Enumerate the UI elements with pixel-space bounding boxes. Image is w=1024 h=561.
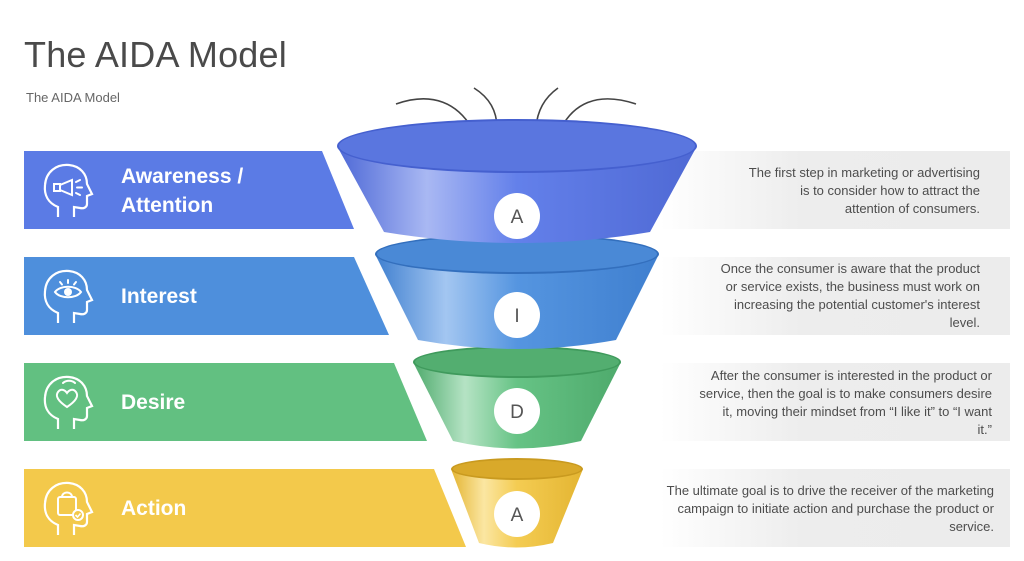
description-line: Once the consumer is aware that the prod…: [720, 261, 980, 276]
stage-label-line: Awareness /: [121, 165, 244, 188]
head-eye-icon: [43, 269, 94, 323]
stage-label-desire: Desire: [121, 391, 186, 414]
description-line: After the consumer is interested in the …: [710, 368, 992, 383]
head-heart-icon: [43, 375, 94, 429]
stage-label-awareness: Awareness / Attention: [121, 162, 243, 220]
description-line: service.: [949, 519, 994, 534]
description-box-awareness: The first step in marketing or advertisi…: [660, 151, 1010, 229]
stage-band-desire: Desire: [24, 363, 432, 441]
description-line: it.”: [977, 422, 992, 437]
description-line: it, moving their mindset from “I like it…: [722, 404, 992, 419]
stage-letter: A: [511, 207, 524, 228]
stage-description: Once the consumer is aware that the prod…: [721, 260, 980, 332]
description-line: level.: [949, 315, 980, 330]
stage-band-action: Action: [24, 469, 472, 547]
description-line: The first step in marketing or advertisi…: [748, 165, 980, 180]
band-shape: [24, 151, 354, 229]
stage-description: The ultimate goal is to drive the receiv…: [667, 482, 994, 536]
band-shape: [24, 363, 427, 441]
description-line: or service exists, the business must wor…: [725, 279, 980, 294]
stage-description: After the consumer is interested in the …: [699, 367, 992, 439]
stage-letter: D: [510, 402, 524, 423]
band-shape: [24, 257, 389, 335]
description-box-action: The ultimate goal is to drive the receiv…: [660, 469, 1010, 547]
description-line: is to consider how to attract the: [800, 183, 980, 198]
head-shopping-bag-icon: [43, 481, 94, 535]
description-box-interest: Once the consumer is aware that the prod…: [660, 257, 1010, 335]
stage-label-interest: Interest: [121, 285, 197, 308]
band-shape: [24, 469, 466, 547]
description-line: increasing the potential customer's inte…: [734, 297, 980, 312]
description-box-desire: After the consumer is interested in the …: [660, 363, 1010, 441]
stage-letter: I: [514, 306, 519, 327]
description-line: attention of consumers.: [844, 201, 980, 216]
slide-title: The AIDA Model: [24, 34, 287, 75]
stage-letter-badge-action: A: [494, 491, 540, 537]
stage-letter-badge-interest: I: [494, 292, 540, 338]
stage-label-action: Action: [121, 497, 187, 520]
stage-band-awareness: Awareness / Attention: [24, 151, 354, 229]
stage-band-interest: Interest: [24, 257, 392, 335]
description-line: service, then the goal is to make consum…: [699, 386, 992, 401]
stage-letter: A: [511, 505, 524, 526]
description-line: campaign to initiate action and purchase…: [677, 501, 994, 516]
stage-letter-badge-awareness: A: [494, 193, 540, 239]
head-megaphone-icon: [43, 163, 94, 217]
stage-letter-badge-desire: D: [494, 388, 540, 434]
slide-subtitle: The AIDA Model: [26, 90, 120, 105]
stage-label-line: Attention: [121, 194, 214, 217]
description-line: The ultimate goal is to drive the receiv…: [666, 483, 994, 498]
stage-description: The first step in marketing or advertisi…: [749, 164, 980, 218]
